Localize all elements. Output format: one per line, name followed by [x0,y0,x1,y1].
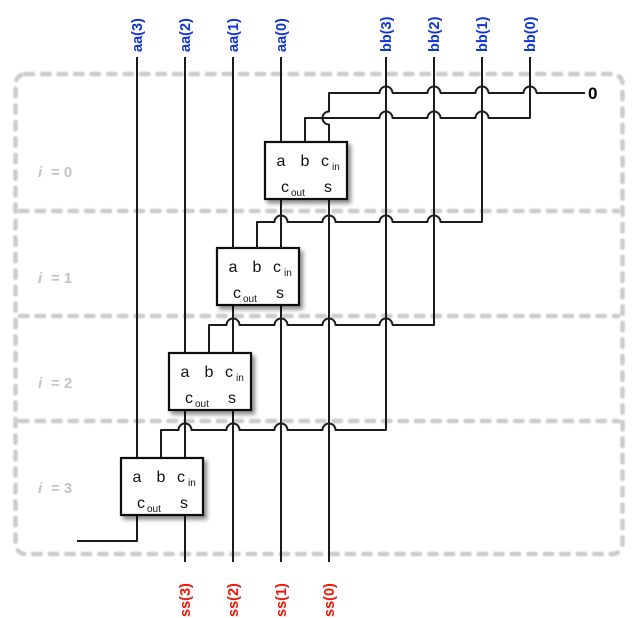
fa0-pin-a: a [277,153,286,170]
carry-in-zero-label: 0 [588,84,597,103]
stage-label-i0-var: i [38,164,43,181]
stage-label-i1-var: i [38,270,43,287]
stage-label-i3-eq: = 3 [51,480,72,497]
wire-bb0-net [304,57,531,142]
label-bb1: bb(1) [475,16,491,52]
label-aa3: aa(3) [130,18,146,52]
label-aa2: aa(2) [178,18,194,52]
stage-region-outline [13,71,625,557]
fa1-pin-b: b [253,259,262,276]
fa3-pin-cin-sub: in [188,478,196,489]
full-adder-2-box [167,351,253,412]
fa2-pin-a: a [181,364,190,381]
full-adder-3: a b c in c out s [119,456,205,517]
fa0-pin-s: s [324,179,332,196]
fa0-pin-cin: c [321,153,329,170]
label-bb2: bb(2) [427,16,443,52]
fa1-pin-cin-sub: in [284,268,292,279]
label-aa0: aa(0) [274,18,290,52]
fa3-pin-cout-sub: out [147,504,161,515]
stage-label-i2-eq: = 2 [51,375,72,392]
full-adder-1: a b c in c out s [215,246,301,307]
full-adder-0: a b c in c out s [263,140,349,201]
stage-label-i3-var: i [38,480,43,497]
fa0-pin-cout-sub: out [291,188,305,199]
label-bb0: bb(0) [523,16,539,52]
stage-regions [13,71,625,557]
full-adder-2: a b c in c out s [167,351,253,412]
label-bb3: bb(3) [379,16,395,52]
fa2-pin-b: b [205,364,214,381]
fa1-pin-cout-sub: out [243,294,257,305]
wire-bb3-net [160,57,387,458]
wire-carry-in-0 [321,85,585,142]
fa0-pin-cin-sub: in [332,162,340,173]
fa0-pin-cout: c [281,179,289,196]
full-adder-3-box [119,456,205,517]
fa2-pin-cout: c [185,390,193,407]
fa3-pin-a: a [133,469,142,486]
fa3-pin-b: b [157,469,166,486]
output-labels: ss(3) ss(2) ss(1) ss(0) [178,583,338,617]
input-labels: aa(3) aa(2) aa(1) aa(0) bb(3) bb(2) bb(1… [130,16,539,52]
full-adder-0-box [263,140,349,201]
fa2-pin-s: s [228,390,236,407]
stage-labels: i = 0 i = 1 i = 2 i = 3 [38,164,72,497]
fa2-pin-cout-sub: out [195,399,209,410]
fa2-pin-cin-sub: in [236,373,244,384]
stage-label-i1-eq: = 1 [51,270,72,287]
wire-bb2-net [208,57,435,353]
fa3-pin-cout: c [137,495,145,512]
label-ss0: ss(0) [322,583,338,617]
fa1-pin-cin: c [273,259,281,276]
wire-carry-out-final [77,515,138,542]
fa0-pin-b: b [301,153,310,170]
fa2-pin-cin: c [225,364,233,381]
fa1-pin-a: a [229,259,238,276]
label-ss1: ss(1) [274,583,290,617]
label-ss2: ss(2) [226,583,242,617]
fa1-pin-s: s [276,285,284,302]
stage-label-i2-var: i [38,375,43,392]
wire-bb1-net [256,57,483,248]
label-ss3: ss(3) [178,583,194,617]
wires [77,57,585,562]
label-aa1: aa(1) [226,18,242,52]
fa3-pin-cin: c [177,469,185,486]
full-adder-1-box [215,246,301,307]
stage-label-i0-eq: = 0 [51,164,72,181]
fa1-pin-cout: c [233,285,241,302]
fa3-pin-s: s [180,495,188,512]
